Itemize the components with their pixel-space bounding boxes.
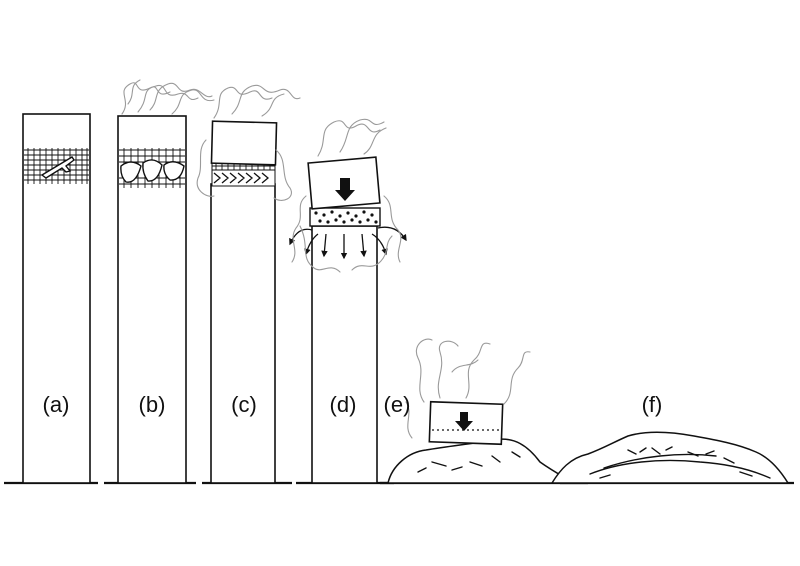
stage-d: (d): [289, 118, 407, 485]
impact-zone-grid: [119, 148, 185, 188]
stage-e: (e): [380, 338, 588, 485]
down-arrow-icon: [455, 412, 473, 431]
stage-f: (f): [550, 392, 794, 485]
smoke-plume: [405, 338, 531, 439]
ejected-debris-arrows: [289, 226, 407, 260]
down-arrow-icon: [335, 178, 355, 201]
stage-label: (a): [43, 392, 70, 417]
fire-damage-blobs: [120, 159, 185, 183]
tilting-upper-block: [210, 120, 278, 166]
stage-a: (a): [4, 113, 98, 485]
smoke-plume: [121, 79, 215, 115]
buckling-zone: [211, 161, 276, 187]
crushed-floors: [309, 207, 381, 227]
stage-label: (e): [384, 392, 411, 417]
aircraft-impact-icon: [40, 156, 75, 179]
stage-c: (c): [196, 84, 301, 485]
debris-pile: [387, 438, 577, 484]
smoke-plume: [291, 118, 402, 273]
stage-label: (c): [231, 392, 257, 417]
impact-zone-grid: [24, 148, 89, 184]
tower: [311, 225, 378, 484]
smoke-plume: [196, 84, 301, 201]
buckled-columns: [213, 172, 270, 184]
stage-label: (b): [139, 392, 166, 417]
stage-b: (b): [104, 79, 215, 485]
tower: [210, 183, 276, 484]
stage-label: (f): [642, 392, 663, 417]
final-debris-pile: [550, 431, 790, 484]
stage-label: (d): [330, 392, 357, 417]
